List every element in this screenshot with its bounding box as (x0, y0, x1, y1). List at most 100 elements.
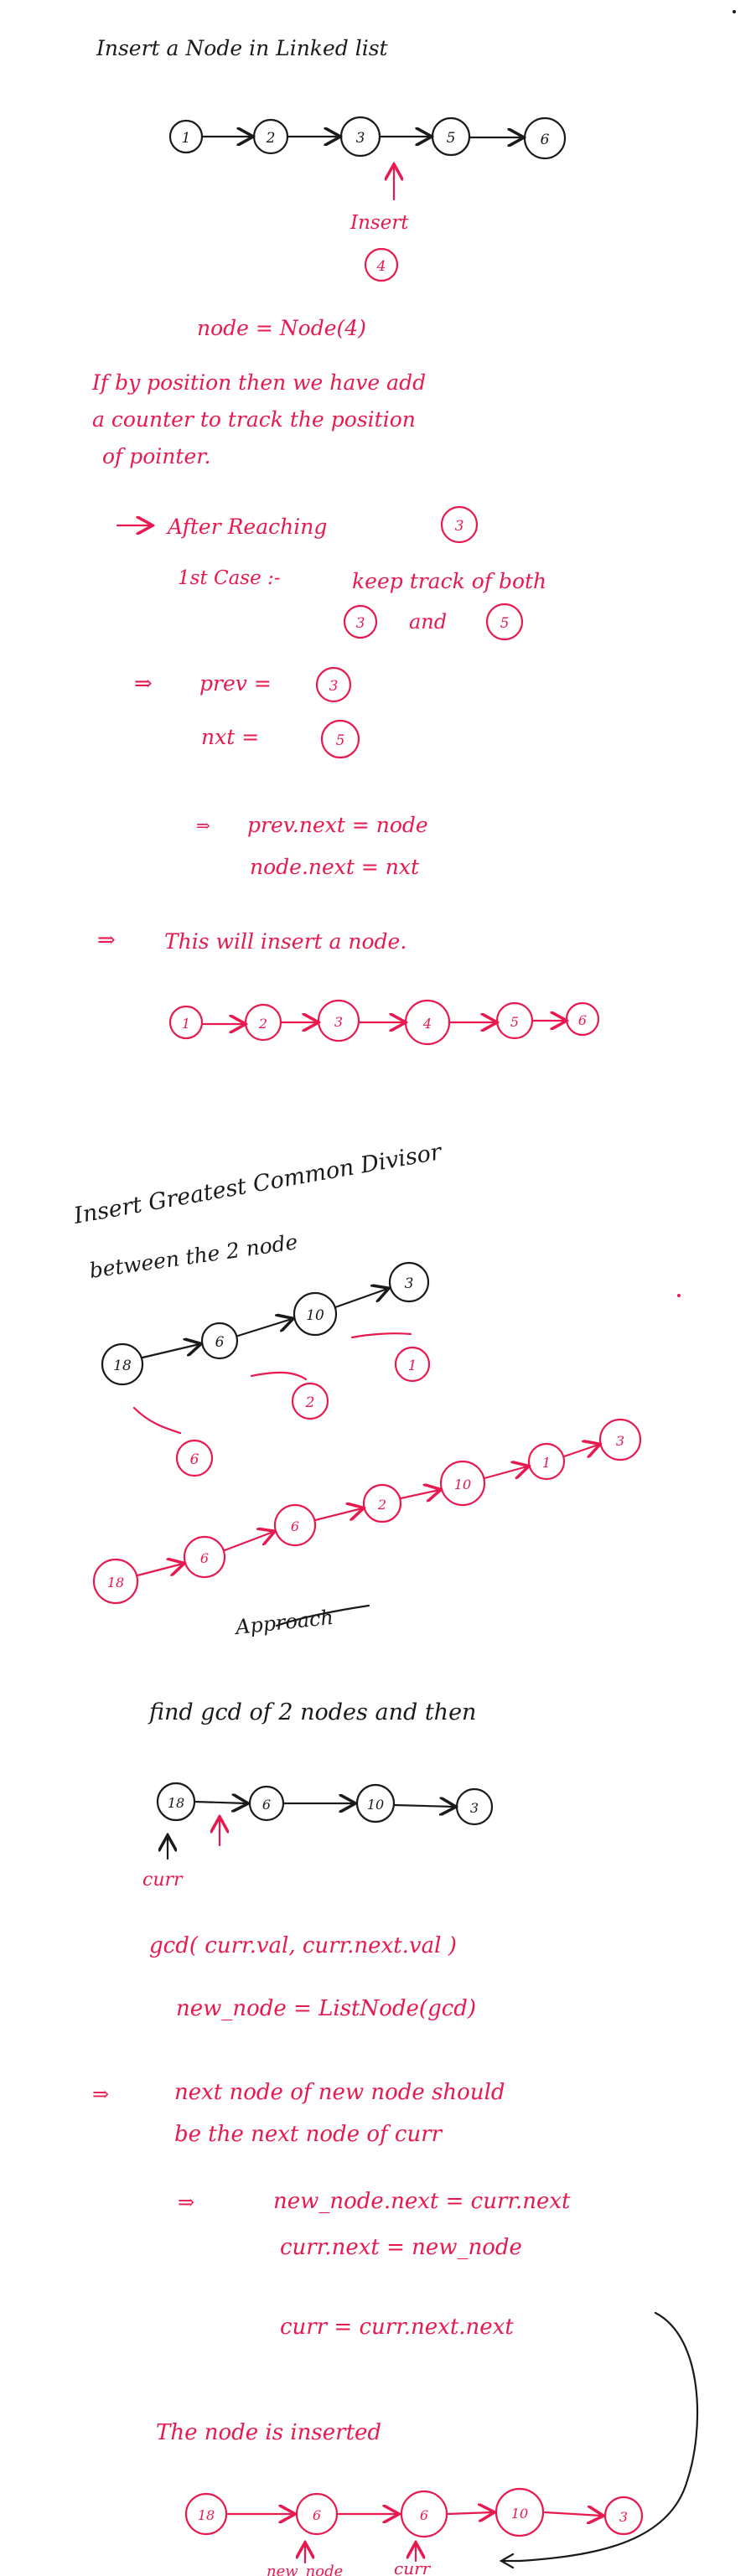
svg-text:5: 5 (447, 130, 456, 147)
assign-curr-next: curr.next = new_node (280, 2235, 522, 2260)
assign-curr: curr = curr.next.next (280, 2315, 514, 2340)
svg-text:2: 2 (266, 130, 276, 147)
list-arrow (236, 1319, 292, 1337)
loop-back-arrow (501, 2311, 699, 2563)
position-note: of pointer. (102, 444, 210, 468)
inserted-text: The node is inserted (156, 2420, 381, 2445)
list-node: 10 (495, 2487, 545, 2537)
list-node: 18 (92, 1558, 139, 1605)
list-node: 6 (248, 1785, 285, 1822)
case-label: 1st Case :- (178, 567, 281, 589)
svg-text:6: 6 (200, 1550, 209, 1566)
list-node: 4 (404, 999, 451, 1046)
list-arrow (392, 1805, 454, 1807)
next-note: next node of new node should (174, 2080, 505, 2105)
ink-dot (733, 10, 736, 13)
position-note: a counter to track the position (92, 407, 416, 432)
list-node: 3 (603, 2496, 644, 2536)
svg-text:3: 3 (470, 1800, 479, 1816)
list-arrow (446, 2512, 493, 2514)
approach-heading: Approach (233, 1606, 334, 1639)
list-arrow (141, 1344, 199, 1359)
svg-text:6: 6 (541, 132, 550, 148)
both-node-b: 5 (485, 603, 524, 641)
implies-arrow: ⇒ (178, 2191, 194, 2214)
svg-text:5: 5 (500, 615, 510, 632)
svg-text:10: 10 (454, 1477, 471, 1492)
list-node: 1 (168, 1005, 204, 1040)
list-node: 6 (273, 1503, 317, 1547)
svg-text:6: 6 (291, 1518, 299, 1534)
list-arrow (543, 2512, 602, 2516)
keep-track-text: keep track of both (352, 569, 546, 593)
gcd-node: 1 (394, 1346, 431, 1383)
curr-label: curr (142, 1870, 184, 1891)
svg-text:18: 18 (107, 1575, 124, 1591)
gcd-connector (350, 1332, 412, 1339)
svg-text:3: 3 (616, 1433, 624, 1449)
svg-text:1: 1 (182, 1016, 190, 1032)
both-node-a: 3 (343, 604, 378, 639)
next-note: be the next node of curr (174, 2122, 443, 2147)
list-node: 3 (317, 999, 360, 1042)
gcd-call: gcd( curr.val, curr.next.val ) (149, 1933, 457, 1958)
list-node: 2 (252, 118, 289, 155)
list-arrow (483, 1466, 527, 1478)
list-node: 10 (355, 1783, 396, 1823)
svg-text:10: 10 (511, 2506, 528, 2522)
list-node: 5 (431, 116, 471, 157)
list-node: 3 (598, 1418, 642, 1461)
position-note: If by position then we have add (91, 370, 426, 395)
final-list: 18 6 6 10 3 (184, 2487, 644, 2538)
svg-text:5: 5 (510, 1014, 519, 1030)
prev-node: 3 (315, 666, 352, 703)
after-reaching-node: 3 (440, 505, 479, 544)
svg-text:10: 10 (367, 1797, 384, 1813)
svg-text:6: 6 (313, 2507, 321, 2523)
node-creation-line: node = Node(4) (197, 316, 366, 340)
svg-text:3: 3 (334, 1014, 343, 1030)
list-arrow (399, 1490, 439, 1498)
assign-new-node-next: new_node.next = curr.next (273, 2189, 571, 2214)
result-text: This will insert a node. (164, 929, 406, 954)
gcd-node: 6 (175, 1439, 214, 1477)
svg-text:18: 18 (198, 2507, 215, 2523)
implies-arrow: ⇒ (92, 2082, 109, 2106)
svg-text:2: 2 (305, 1394, 315, 1411)
svg-text:18: 18 (168, 1795, 184, 1811)
svg-text:3: 3 (455, 518, 464, 535)
list-arrow (562, 1445, 598, 1456)
list-node: 18 (184, 2492, 228, 2536)
list-arrow (334, 1289, 387, 1309)
svg-text:18: 18 (113, 1358, 132, 1374)
list-arrow (136, 1564, 183, 1577)
svg-text:1: 1 (182, 130, 191, 147)
svg-text:3: 3 (619, 2509, 628, 2525)
list-arrow (193, 1802, 246, 1803)
gcd-connector (250, 1371, 308, 1381)
list-node: 1 (527, 1442, 566, 1481)
svg-text:4: 4 (422, 1016, 432, 1032)
list-node: 6 (183, 1535, 226, 1579)
nxt-node: 5 (320, 719, 360, 759)
list-node: 2 (362, 1483, 402, 1523)
approach-underline (275, 1604, 370, 1627)
svg-text:between the 2 node: between the 2 node (88, 1229, 299, 1283)
new-node-call: new_node = ListNode(gcd) (176, 1996, 476, 2021)
list-node: 3 (388, 1261, 430, 1303)
and-text: and (409, 610, 447, 634)
assign-node-next: node.next = nxt (250, 855, 420, 879)
gcd-node: 2 (291, 1382, 329, 1420)
svg-text:6: 6 (578, 1012, 587, 1028)
svg-text:6: 6 (420, 2507, 428, 2523)
svg-text:6: 6 (190, 1451, 199, 1468)
list-node: 6 (565, 1001, 600, 1037)
after-reaching-text: After Reaching (166, 515, 327, 539)
ink-dot (677, 1294, 681, 1297)
new-node-label: new_node (267, 2563, 343, 2576)
list-node: 10 (293, 1291, 338, 1337)
list-node: 5 (495, 1001, 534, 1040)
svg-text:2: 2 (258, 1016, 267, 1032)
assign-prev-next: prev.next = node (247, 813, 428, 837)
find-gcd-text: find gcd of 2 nodes and then (148, 1699, 476, 1725)
